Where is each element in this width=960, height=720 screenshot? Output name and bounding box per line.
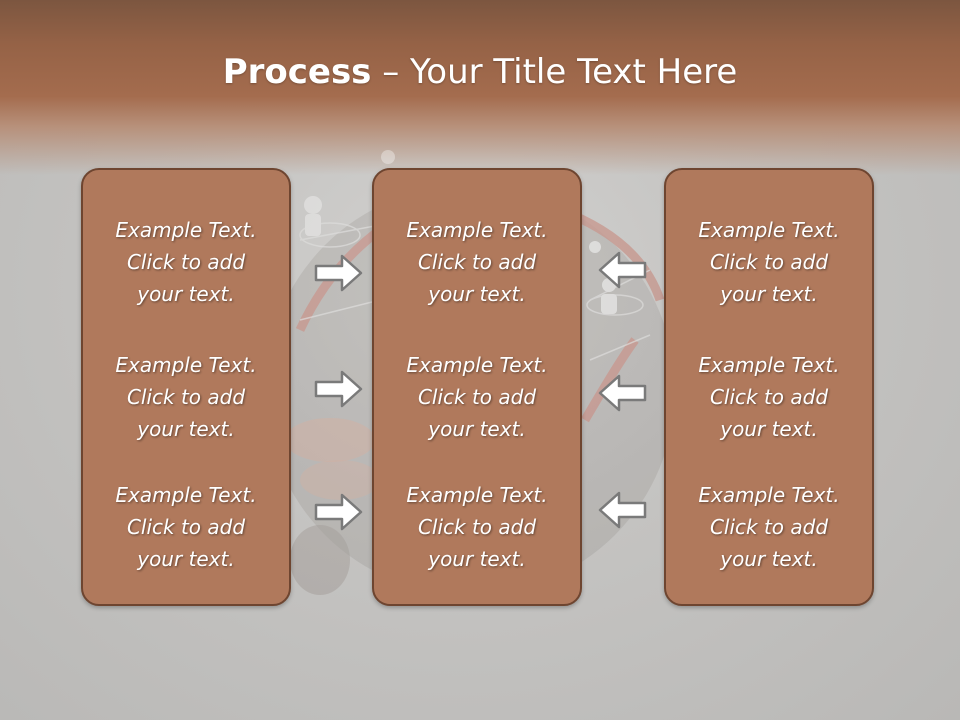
title-bold: Process (222, 52, 372, 92)
text-line: Example Text. (406, 218, 548, 242)
panel-text[interactable]: Example Text. Click to add your text. (374, 479, 580, 575)
slide-title[interactable]: Process – Your Title Text Here (0, 52, 960, 92)
text-line: Click to add (417, 515, 537, 539)
panel-text[interactable]: Example Text. Click to add your text. (83, 214, 289, 310)
text-line: your text. (428, 547, 526, 571)
process-panel-middle[interactable]: Example Text. Click to add your text. Ex… (372, 168, 582, 606)
header-band (0, 0, 960, 175)
text-line: your text. (720, 282, 818, 306)
text-line: Example Text. (406, 483, 548, 507)
text-line: Click to add (126, 250, 246, 274)
panel-text[interactable]: Example Text. Click to add your text. (666, 349, 872, 445)
text-line: your text. (720, 547, 818, 571)
text-line: Example Text. (698, 353, 840, 377)
text-line: Click to add (417, 385, 537, 409)
text-line: Click to add (709, 250, 829, 274)
panel-text[interactable]: Example Text. Click to add your text. (374, 214, 580, 310)
text-line: your text. (428, 417, 526, 441)
text-line: Example Text. (698, 483, 840, 507)
title-rest: – Your Title Text Here (371, 52, 738, 92)
left-arrow-icon (598, 491, 647, 529)
text-line: Click to add (709, 385, 829, 409)
text-line: your text. (137, 282, 235, 306)
process-panel-right[interactable]: Example Text. Click to add your text. Ex… (664, 168, 874, 606)
left-arrow-icon (598, 251, 647, 289)
text-line: your text. (137, 417, 235, 441)
right-arrow-icon (314, 370, 363, 408)
panel-text[interactable]: Example Text. Click to add your text. (666, 214, 872, 310)
right-arrow-icon (314, 493, 363, 531)
text-line: Example Text. (115, 218, 257, 242)
panel-text[interactable]: Example Text. Click to add your text. (374, 349, 580, 445)
text-line: Example Text. (698, 218, 840, 242)
text-line: Click to add (126, 515, 246, 539)
right-arrow-icon (314, 254, 363, 292)
process-panel-left[interactable]: Example Text. Click to add your text. Ex… (81, 168, 291, 606)
panel-text[interactable]: Example Text. Click to add your text. (666, 479, 872, 575)
text-line: Example Text. (115, 483, 257, 507)
panel-text[interactable]: Example Text. Click to add your text. (83, 479, 289, 575)
text-line: your text. (137, 547, 235, 571)
text-line: Click to add (126, 385, 246, 409)
text-line: Click to add (417, 250, 537, 274)
text-line: your text. (720, 417, 818, 441)
text-line: Example Text. (406, 353, 548, 377)
left-arrow-icon (598, 374, 647, 412)
text-line: Example Text. (115, 353, 257, 377)
panel-text[interactable]: Example Text. Click to add your text. (83, 349, 289, 445)
text-line: Click to add (709, 515, 829, 539)
text-line: your text. (428, 282, 526, 306)
